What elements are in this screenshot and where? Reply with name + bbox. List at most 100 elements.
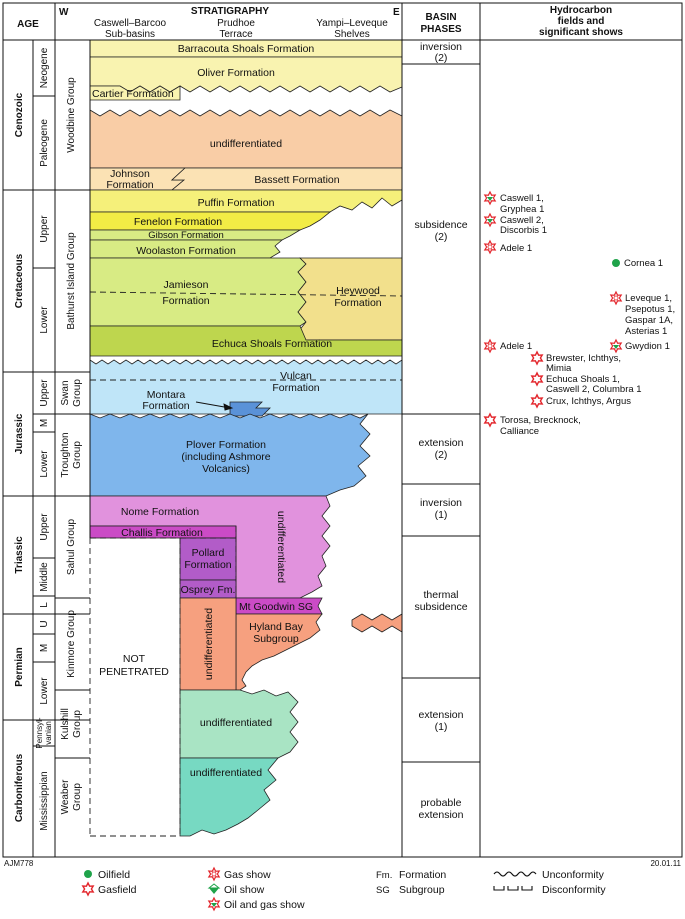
period-jur-upper: Upper [39,379,50,407]
hydrocarbon-1: Hydrocarbon [550,5,612,16]
label-undiff-kulshill: undifferentiated [200,717,272,729]
label-not-penetrated-2: PENETRATED [99,666,169,678]
show-brewster: Brewster, Ichthys, Mimia [531,351,621,374]
label-woolaston: Woolaston Formation [136,245,236,257]
formation-labels: Barracouta Shoals Formation Oliver Forma… [92,43,382,779]
show-adele-1-lower-line: Adele 1 [500,341,532,352]
period-pennsylvanian-2: vanian [44,721,53,745]
basin-phases-2: PHASES [420,24,461,35]
show-cornea-1-line: Cornea 1 [624,258,663,269]
legend-sg-full: Subgroup [399,884,445,896]
show-crux-line: Crux, Ichthys, Argus [546,396,631,407]
sub-basins-1: Caswell–Barcoo [94,18,167,29]
label-bassett: Bassett Formation [254,174,339,186]
table-frame [2,2,683,858]
show-leveque-line3: Gaspar 1A, [625,315,673,326]
legend-oilfield-icon [84,870,92,878]
phase-inversion-2-a: inversion [420,41,462,53]
hydrocarbon-shows: Caswell 1, Gryphea 1 Caswell 2, Discorbi… [484,191,675,437]
show-caswell-2-line1: Caswell 2, [500,215,544,226]
label-gibson: Gibson Formation [148,230,224,241]
show-crux: Crux, Ichthys, Argus [531,394,631,408]
east-label: E [393,7,400,18]
show-echuca-shoals: Echuca Shoals 1, Caswell 2, Columbra 1 [531,372,642,395]
stratigraphy-header: STRATIGRAPHY [191,6,269,17]
jamieson-heywood-disconformity [89,291,403,297]
group-troughton-1: Troughton [60,432,71,477]
label-heywood-2: Formation [334,297,381,309]
label-nome: Nome Formation [121,506,199,518]
legend-fm-full: Formation [399,869,446,881]
label-cartier: Cartier Formation [92,88,174,100]
period-perm-lower: Lower [39,677,50,705]
period-tri-middle: Middle [39,562,50,592]
show-leveque-1: Leveque 1, Psepotus 1, Gaspar 1A, Asteri… [610,291,675,337]
label-montara-2: Formation [142,400,189,412]
show-caswell-1: Caswell 1, Gryphea 1 [484,191,544,215]
group-weaber-1: Weaber [60,779,71,815]
legend-sg-abbr: SG [376,885,390,896]
label-mt-goodwin: Mt Goodwin SG [239,601,313,613]
show-caswell-1-line2: Gryphea 1 [500,204,544,215]
era-triassic: Triassic [14,536,25,574]
legend: Oilfield Gasfield Gas show Oil show Oil … [82,867,606,911]
group-labels: Woodbine Group Bathurst Island Group Swa… [60,77,83,815]
period-labels: Neogene Paleogene Upper Lower Upper M Lo… [35,47,53,830]
oilfield-icon [612,259,620,267]
footer-date: 20.01.11 [650,859,681,868]
group-troughton-2: Group [72,441,83,469]
phase-inversion-1-a: inversion [420,497,462,509]
group-kulshill-1: Kulshill [60,708,71,740]
era-cretaceous: Cretaceous [14,253,25,308]
show-leveque-line2: Psepotus 1, [625,304,675,315]
label-jamieson-2: Formation [162,295,209,307]
show-caswell-2-line2: Discorbis 1 [500,225,547,236]
period-cret-upper: Upper [39,215,50,243]
show-gwydion-1: Gwydion 1 [610,339,670,353]
undiff-kulshill-fill [179,689,299,759]
show-leveque-line4: Asterias 1 [625,326,667,337]
label-challis: Challis Formation [121,527,203,539]
legend-gas-show: Gas show [224,869,271,881]
show-torosa: Torosa, Brecknock, Calliance [484,413,581,437]
undiff-paleogene-fill [89,109,403,169]
show-caswell-1-line1: Caswell 1, [500,193,544,204]
label-plover-3: Volcanics) [202,463,250,475]
period-tri-lower: L [39,602,50,608]
label-vulcan-2: Formation [272,382,319,394]
show-brewster-line1: Brewster, Ichthys, [546,353,621,364]
formation-fills [89,39,403,837]
sub-basins-2: Sub-basins [105,29,155,40]
phase-thermal-a: thermal [423,589,458,601]
label-jamieson-1: Jamieson [164,279,209,291]
phase-extension-1-b: (1) [435,721,448,733]
footer: AJM778 20.01.11 [4,859,682,868]
label-oliver: Oliver Formation [197,67,275,79]
cartier-fill [89,85,181,101]
legend-oil-gas-show: Oil and gas show [224,899,305,911]
legend-oil-show: Oil show [224,884,265,896]
label-pollard-2: Formation [184,559,231,571]
footer-code: AJM778 [4,859,34,868]
phase-thermal-b: subsidence [414,601,467,613]
hyland-fill [235,613,323,691]
group-kinmore: Kinmore Group [66,610,77,678]
period-pennsylvanian-1: Pennsyl- [35,717,44,748]
label-montara-1: Montara [147,389,186,401]
header: AGE W E STRATIGRAPHY Caswell–Barcoo Sub-… [17,5,623,40]
group-weaber-2: Group [72,783,83,811]
show-caswell-2: Caswell 2, Discorbis 1 [484,213,547,236]
legend-oilfield: Oilfield [98,869,130,881]
legend-unconformity: Unconformity [542,869,605,881]
period-mississippian: Mississippian [39,771,50,830]
label-johnson-1: Johnson [110,168,150,180]
label-vulcan-1: Vulcan [280,370,312,382]
label-echuca: Echuca Shoals Formation [212,338,332,350]
basin-phases-1: BASIN [425,12,456,23]
label-plover-1: Plover Formation [186,439,266,451]
group-sahul: Sahul Group [66,518,77,575]
label-johnson-2: Formation [106,179,153,191]
phase-extension-1-a: extension [419,709,464,721]
label-pollard-1: Pollard [192,547,225,559]
